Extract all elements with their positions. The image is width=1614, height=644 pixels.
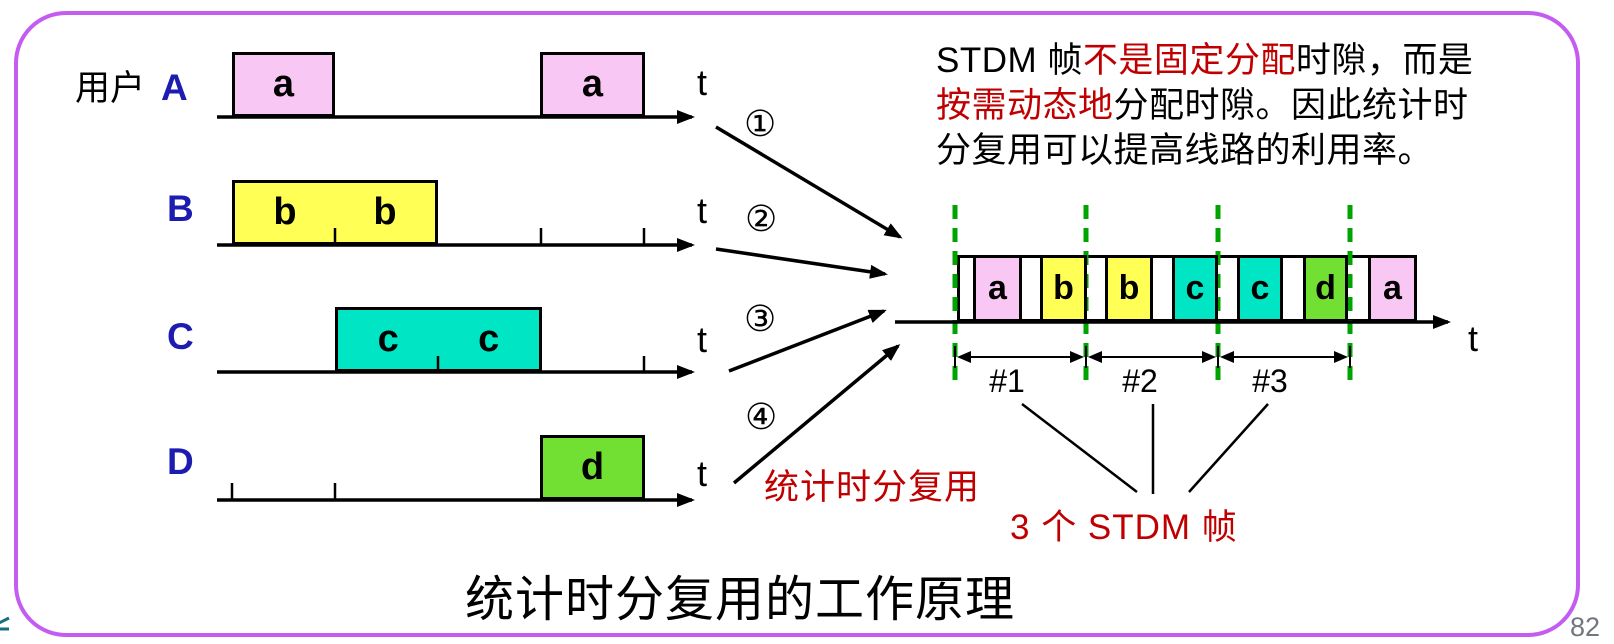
slot-letter: d	[1315, 269, 1336, 307]
user-c-block: c c	[335, 307, 542, 372]
frame-label-2: #2	[1122, 363, 1158, 399]
slot-letter: c	[1185, 269, 1205, 307]
user-letter-d: D	[167, 441, 194, 482]
axis-t-label-c: t	[697, 319, 708, 360]
user-d-block: d	[540, 435, 645, 500]
block-letter: d	[580, 446, 605, 488]
axis-t-label-a: t	[697, 62, 708, 103]
slot-letter: b	[1053, 269, 1074, 307]
axis-t-label-b: t	[697, 190, 708, 231]
slot-letter: a	[1383, 269, 1402, 307]
block-letter: a	[272, 63, 295, 105]
block-letter: b	[273, 191, 297, 233]
stdm-slot-a1: a	[973, 255, 1022, 322]
stdm-slot-c2: c	[1237, 255, 1283, 322]
circled-number-4: ④	[745, 396, 778, 437]
stdm-slot-a2: a	[1368, 255, 1417, 322]
block-letter: c	[377, 318, 399, 360]
user-a-label: 用户 A	[75, 60, 188, 111]
slide-title: 统计时分复用的工作原理	[464, 573, 1015, 627]
circled-number-3: ③	[744, 298, 777, 339]
block-letter: c	[478, 318, 500, 360]
axis-t-label-stdm: t	[1468, 318, 1479, 359]
description-line-2: 按需动态地分配时隙。因此统计时	[936, 86, 1469, 125]
stdm-slot-b1: b	[1040, 255, 1087, 322]
slot-letter: c	[1250, 269, 1270, 307]
description-line-1: STDM 帧不是固定分配时隙，而是	[936, 41, 1474, 80]
circled-number-2: ②	[745, 198, 778, 239]
slide-border	[14, 11, 1580, 637]
user-letter-a: A	[161, 67, 188, 108]
user-letter-b: B	[167, 188, 194, 229]
page-number: 82	[1570, 612, 1601, 642]
slot-letter: b	[1118, 269, 1140, 307]
description-line-3: 分复用可以提高线路的利用率。	[936, 131, 1434, 170]
user-b-block: b b	[232, 180, 438, 245]
stdm-slot-c1: c	[1172, 255, 1218, 322]
slot-letter: a	[988, 269, 1007, 307]
axis-t-label-d: t	[697, 453, 708, 494]
block-letter: b	[373, 191, 397, 233]
block-letter: a	[581, 63, 604, 105]
frame-label-1: #1	[989, 363, 1025, 399]
mux-annotation: 统计时分复用	[764, 468, 981, 507]
stdm-slot-b2: b	[1105, 255, 1153, 322]
frames-count-annotation: 3 个 STDM 帧	[1010, 508, 1238, 547]
stdm-slot-d1: d	[1303, 255, 1348, 322]
user-a-block-2: a	[540, 52, 645, 117]
user-letter-c: C	[167, 316, 194, 357]
frame-label-3: #3	[1252, 363, 1288, 399]
user-a-block-1: a	[232, 52, 335, 117]
stdm-description: STDM 帧不是固定分配时隙，而是 按需动态地分配时隙。因此统计时 分复用可以提…	[936, 38, 1536, 173]
circled-number-1: ①	[744, 103, 777, 144]
users-header: 用户	[75, 69, 146, 108]
